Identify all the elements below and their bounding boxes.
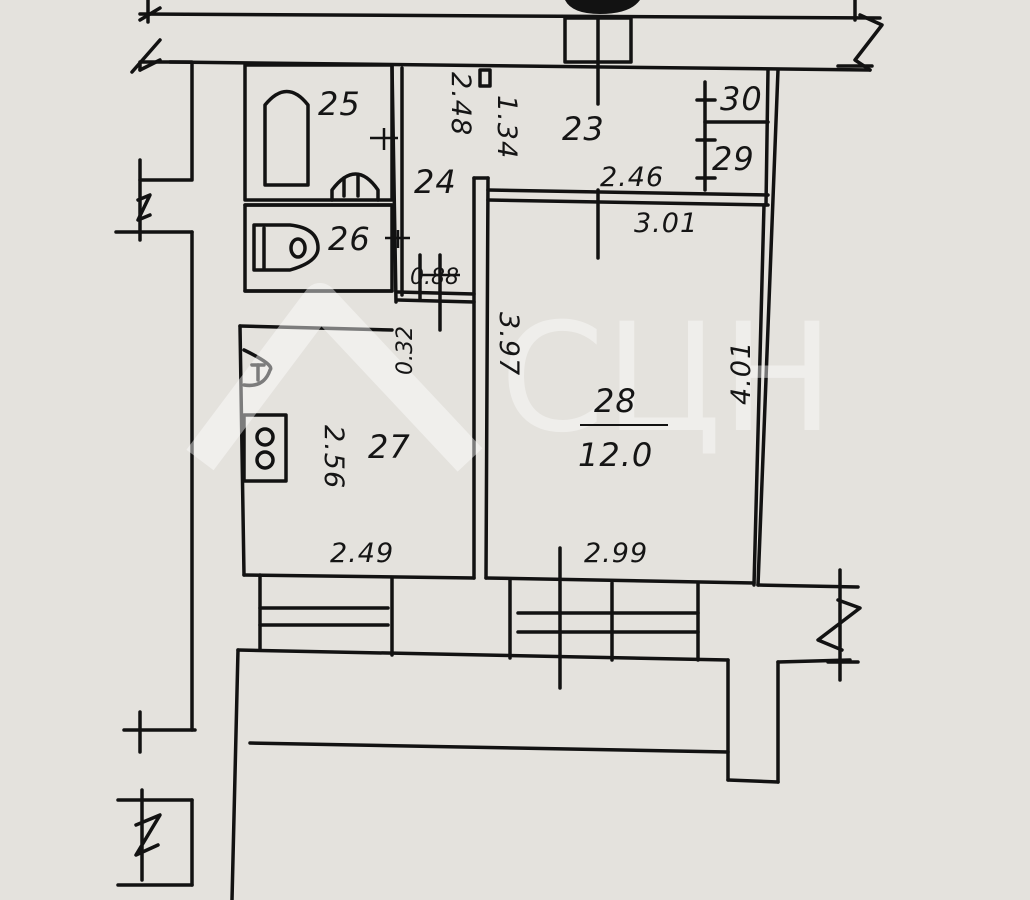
dim-1-34: 1.34 (491, 95, 522, 159)
dim-2-48: 2.48 (445, 72, 476, 136)
room-28-area: 12.0 (578, 436, 653, 474)
dim-2-49: 2.49 (330, 538, 394, 569)
dimension-ticks (370, 128, 460, 277)
room-24-label: 24 (414, 163, 457, 201)
room-27-label: 27 (368, 428, 411, 466)
dim-0-32: 0.32 (393, 326, 418, 375)
watermark-logo (186, 283, 483, 472)
room-23-label: 23 (562, 110, 605, 148)
room-29-label: 29 (712, 140, 755, 178)
dim-3-01: 3.01 (634, 208, 698, 239)
dim-2-56: 2.56 (318, 425, 349, 489)
walls (114, 0, 884, 900)
dim-2-99: 2.99 (584, 538, 648, 569)
dim-0-88: 0.88 (410, 265, 459, 290)
watermark-text: СЦН (500, 292, 834, 466)
room-26-label: 26 (328, 220, 371, 258)
watermark-roof-icon (186, 283, 483, 472)
dim-2-46: 2.46 (600, 162, 664, 193)
dim-3-97: 3.97 (493, 312, 524, 376)
dim-4-01: 4.01 (726, 341, 757, 405)
room-28-label: 28 (594, 382, 637, 420)
room-30-label: 30 (720, 80, 763, 118)
room-25-label: 25 (318, 85, 361, 123)
ink-blot (565, 0, 640, 14)
